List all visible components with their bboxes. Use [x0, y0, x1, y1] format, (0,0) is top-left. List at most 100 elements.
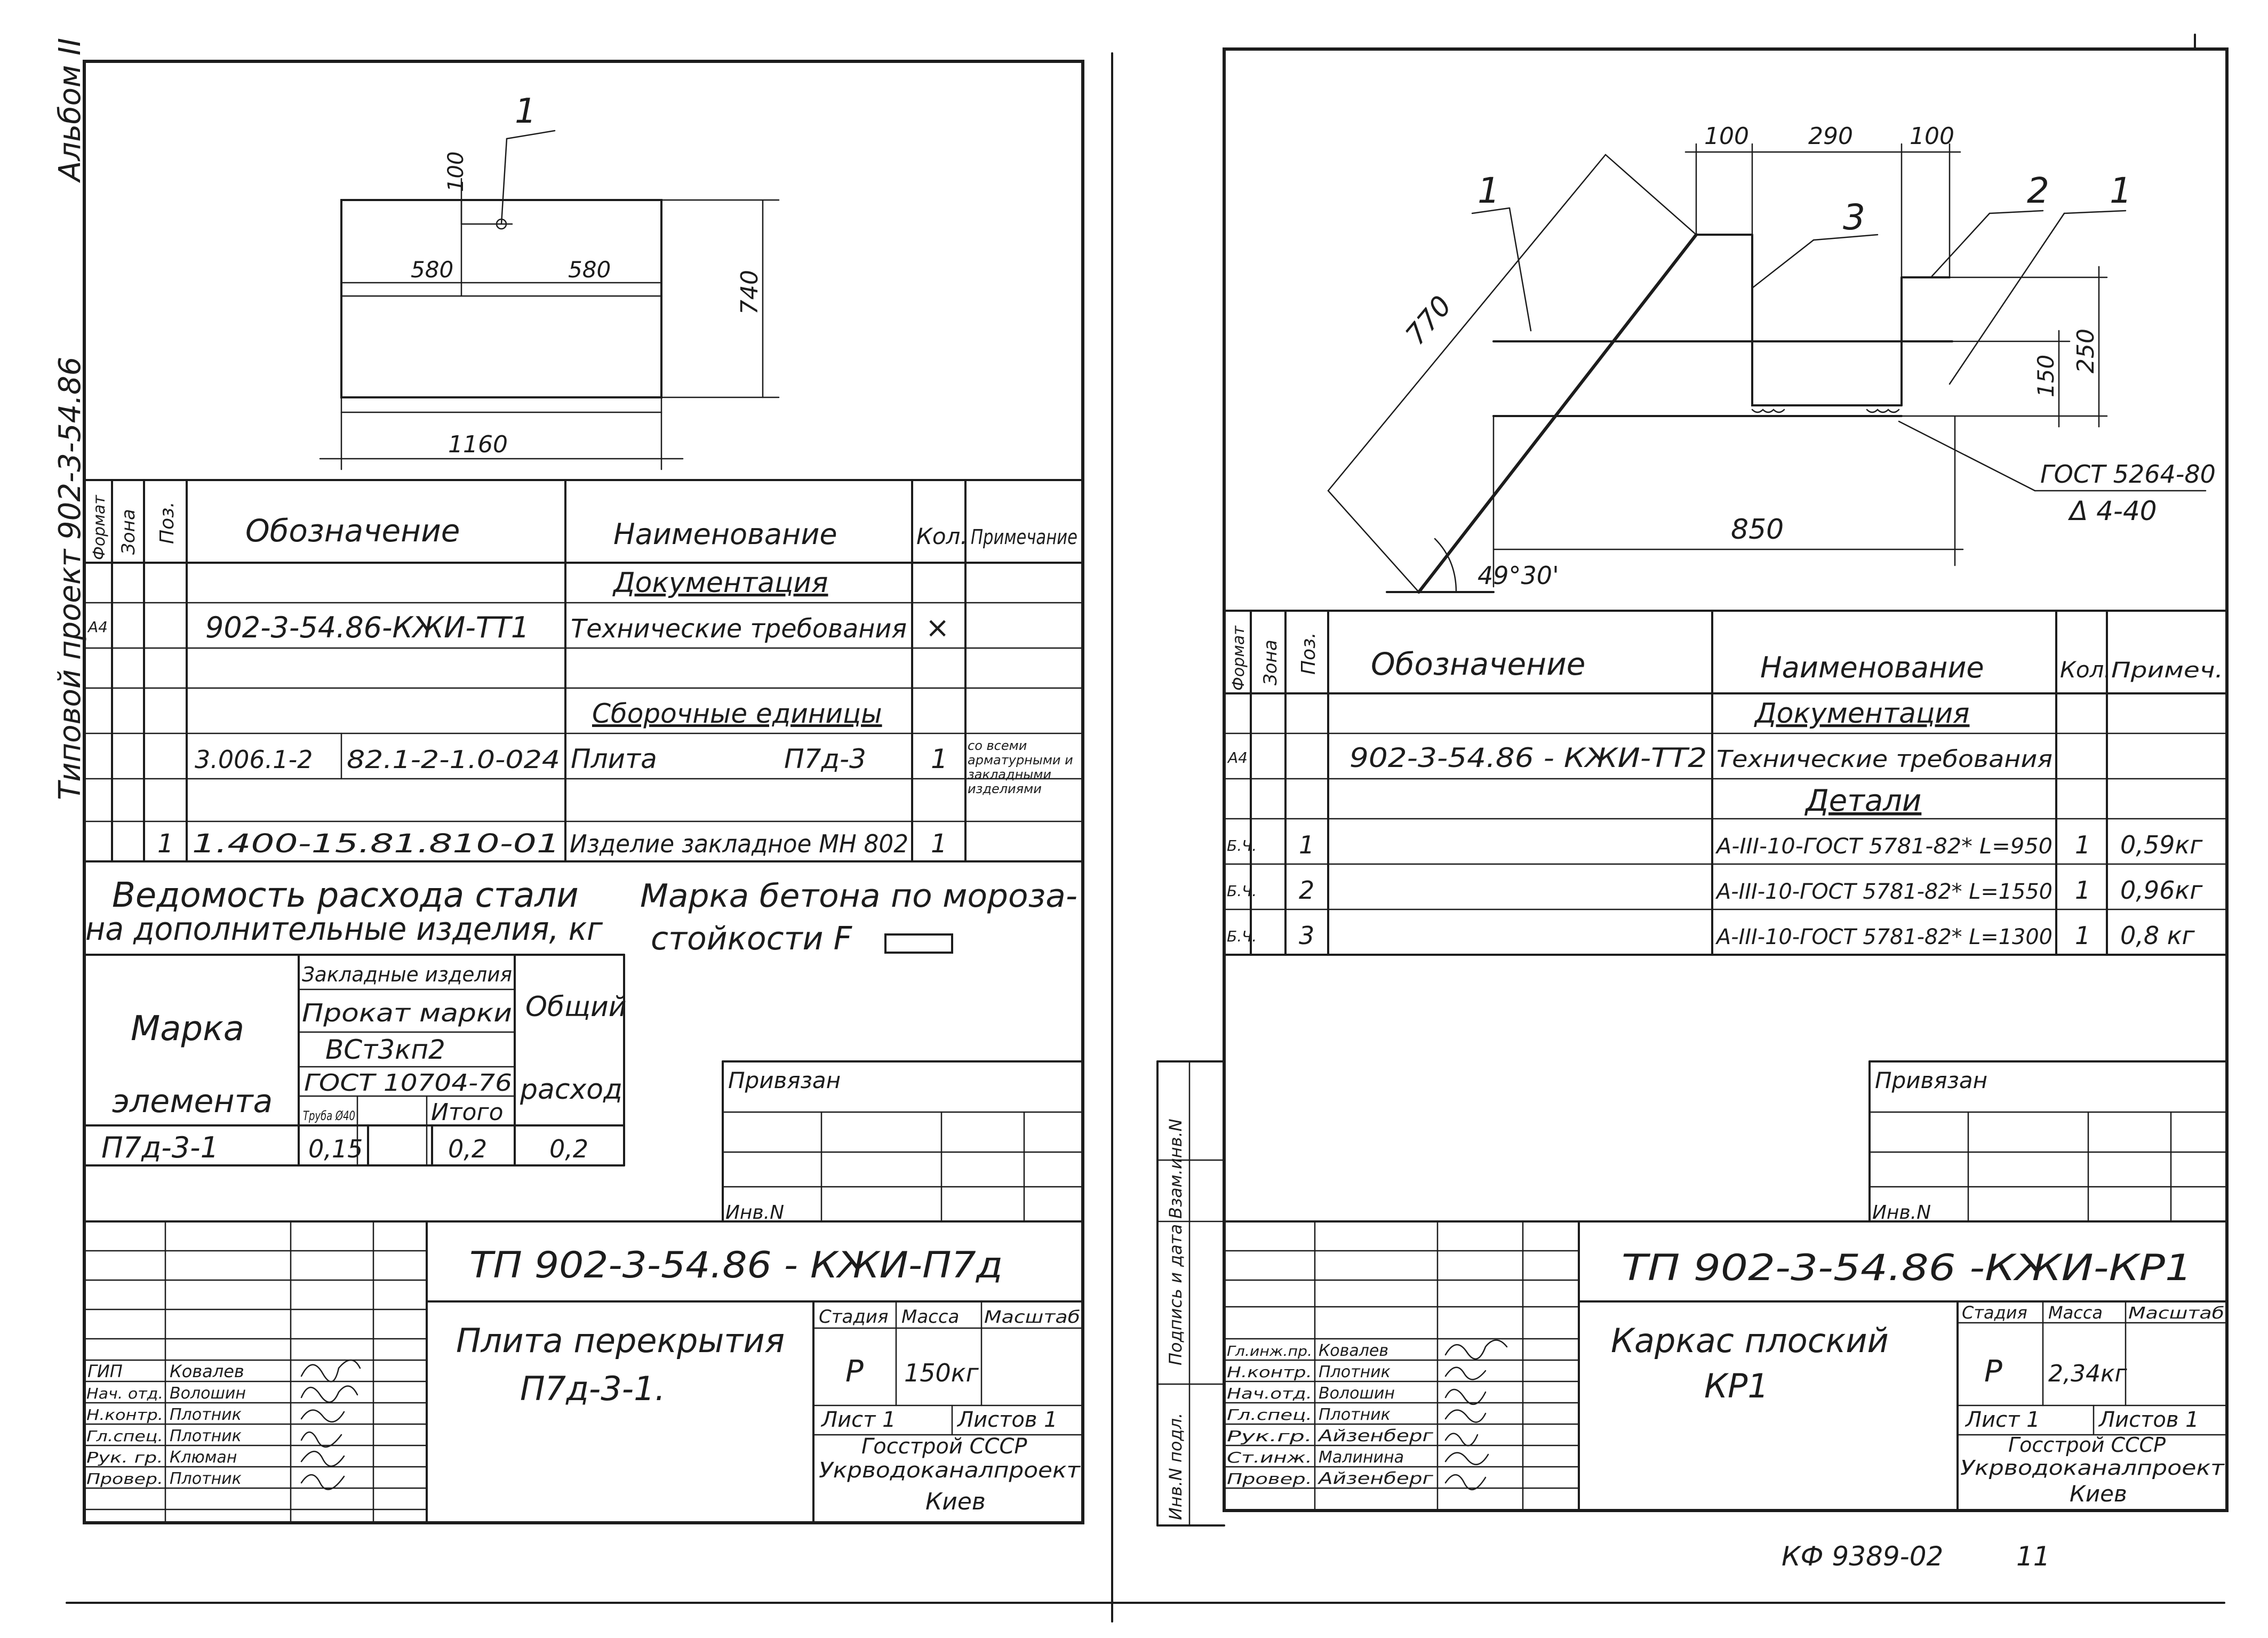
- side-inv-orig: Инв.N подл.: [1165, 1413, 1186, 1520]
- left-staff-name-3: Плотник: [170, 1427, 242, 1445]
- r-section-details: Детали: [1804, 784, 1921, 818]
- right-side-strip: Инв.N подл. Подпись и дата Взам.инв.N: [1156, 1060, 1225, 1527]
- callout-2-leader: [1930, 212, 1991, 278]
- concrete-line-1: Марка бетона по мороза-: [640, 877, 1077, 915]
- total-value: 0,2: [448, 1134, 487, 1163]
- callout-leader: [500, 138, 508, 225]
- right-attached-label: Привязан: [1875, 1067, 1987, 1093]
- right-scale-header: Масштаб: [2128, 1304, 2224, 1323]
- left-title-block: ТП 902-3-54.86 - КЖИ-П7д Плита перекрыти…: [83, 1220, 1084, 1524]
- callout-2-shelf: [1989, 210, 2044, 214]
- right-sheets-total: Листов 1: [2098, 1408, 2199, 1432]
- left-staff-role-1: Нач. отд.: [86, 1385, 163, 1402]
- dim-580-left: 580: [411, 257, 453, 283]
- r-section-docs: Документация: [1754, 698, 1969, 730]
- row-docs-qty: ×: [925, 611, 949, 644]
- mark-line-2: элемента: [112, 1083, 273, 1120]
- mark-line-1: Марка: [131, 1009, 244, 1049]
- rod-inclined: [1417, 233, 1698, 594]
- left-attached-block: Привязан Инв.N: [722, 1060, 1084, 1224]
- dim-100-a: 100: [1704, 123, 1749, 150]
- pipe-value: 0,15: [308, 1134, 363, 1163]
- callout-1b-leader: [1948, 212, 2065, 385]
- dim-580-right: 580: [568, 257, 611, 283]
- right-inv-label: Инв.N: [1872, 1202, 1931, 1224]
- row-embed-qty: 1: [931, 829, 947, 859]
- hdr-format: Формат: [90, 494, 109, 560]
- rod-3: [1695, 234, 1903, 406]
- left-staff-role-5: Провер.: [86, 1470, 163, 1488]
- r-row-0-qty: 1: [2075, 830, 2090, 859]
- right-staff-name-1: Плотник: [1319, 1363, 1391, 1381]
- r-row-2-pos: 3: [1299, 921, 1314, 950]
- dim-770-ext-bottom: [1327, 490, 1420, 593]
- left-name-line-1: Плита перекрытия: [456, 1321, 785, 1360]
- r-hdr-format: Формат: [1229, 625, 1248, 691]
- frame-drawing: 49°30' 850 770 100 290 100 1 3: [1327, 123, 2216, 594]
- right-signatures: [1444, 1339, 1508, 1491]
- right-org-3: Киев: [2070, 1481, 2127, 1507]
- r-row-docs-format: А4: [1227, 749, 1248, 766]
- row-assembly-mark: П7д-3: [784, 744, 866, 774]
- dim-770: 770: [1400, 290, 1458, 351]
- left-org-1: Госстрой СССР: [861, 1434, 1027, 1459]
- total-header: Итого: [431, 1099, 504, 1126]
- left-org-2: Укрводоканалпроект: [819, 1458, 1081, 1483]
- side-stamp: Альбом II Типовой проект 902-3-54.86: [53, 38, 87, 800]
- steel-title-2: на дополнительные изделия, кг: [85, 910, 603, 948]
- row-assembly-designation-b: 82.1-2-1.0-024: [347, 745, 560, 774]
- steel-title-1: Ведомость расхода стали: [112, 876, 579, 915]
- rolled-header: Прокат марки: [302, 998, 512, 1027]
- callout-1b: 1: [2110, 170, 2132, 211]
- hdr-designation: Обозначение: [245, 513, 460, 549]
- hdr-qty: Кол.: [916, 523, 968, 549]
- r-hdr-qty: Кол.: [2060, 657, 2111, 683]
- section-assembly: Сборочные единицы: [592, 698, 882, 729]
- dim-770-line: [1327, 154, 1607, 492]
- left-sheets-total: Листов 1: [956, 1408, 1058, 1432]
- right-staff-role-4: Рук.гр.: [1227, 1427, 1312, 1445]
- hdr-pos: Поз.: [156, 501, 178, 544]
- left-stage-header: Стадия: [819, 1306, 888, 1328]
- left-inv-label: Инв.N: [725, 1202, 784, 1224]
- angle-arc: [1434, 538, 1457, 593]
- right-staff-role-2: Нач.отд.: [1227, 1385, 1312, 1402]
- left-scale-header: Масштаб: [984, 1307, 1080, 1327]
- left-name-line-2: П7д-3-1.: [520, 1369, 665, 1408]
- right-staff-name-6: Айзенберг: [1317, 1469, 1433, 1488]
- embedded-header: Закладные изделия: [302, 963, 512, 986]
- r-hdr-name: Наименование: [1760, 651, 1984, 684]
- left-staff-name-5: Плотник: [170, 1469, 242, 1488]
- rod-2: [1900, 276, 1951, 406]
- callout-1a-leader: [1508, 207, 1532, 332]
- r-hdr-zone: Зона: [1260, 640, 1281, 685]
- r-row-docs-name: Технические требования: [1716, 746, 2053, 773]
- album-label: Альбом II: [53, 38, 87, 183]
- callout-1a: 1: [1478, 170, 1500, 211]
- r-hdr-designation: Обозначение: [1371, 646, 1585, 682]
- gost-header: ГОСТ 10704-76: [304, 1069, 512, 1097]
- callout-1: 1: [515, 92, 537, 131]
- slab-bottom-view: [340, 396, 662, 413]
- left-stage: Р: [845, 1354, 864, 1389]
- callout-3-shelf: [1812, 234, 1879, 241]
- element-mark: П7д-3-1: [101, 1131, 219, 1164]
- r-row-0-pos: 1: [1299, 830, 1314, 859]
- frost-class-box: [884, 933, 953, 954]
- r-row-1-format: Б.Ч.: [1227, 882, 1257, 900]
- right-mass: 2,34кг: [2048, 1360, 2128, 1387]
- left-staff-name-2: Плотник: [170, 1405, 242, 1424]
- hdr-zone: Зона: [118, 509, 139, 555]
- left-attached-label: Привязан: [728, 1067, 841, 1093]
- right-staff-name-3: Плотник: [1319, 1405, 1391, 1424]
- callout-3: 3: [1843, 197, 1865, 238]
- left-mass-header: Масса: [901, 1306, 959, 1328]
- concrete-line-2: стойкости F: [651, 920, 853, 957]
- r-row-1-pos: 2: [1299, 876, 1314, 905]
- callout-1a-shelf: [1471, 207, 1511, 214]
- right-stage: Р: [1984, 1354, 2002, 1389]
- dim-100: 100: [444, 151, 468, 192]
- row-embed-name: Изделие закладное МН 802: [570, 829, 908, 858]
